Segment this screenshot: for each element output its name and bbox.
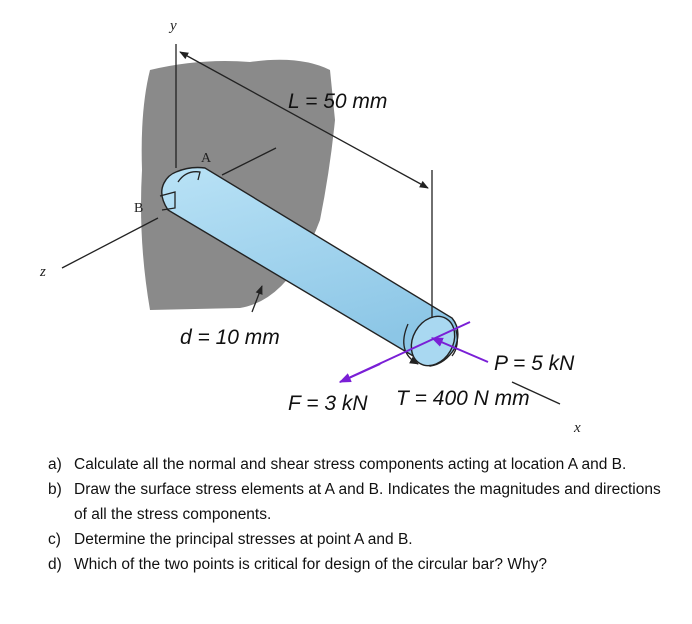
z-axis-label: z: [39, 264, 46, 280]
question-letter: a): [48, 456, 62, 473]
question-text: Which of the two points is critical for …: [74, 556, 547, 573]
question-a: a) Calculate all the normal and shear st…: [48, 452, 668, 477]
question-letter: c): [48, 531, 61, 548]
diameter-leader: [251, 285, 263, 313]
question-text: Calculate all the normal and shear stres…: [74, 456, 627, 473]
force-p-arrow: [430, 337, 489, 363]
question-d: d) Which of the two points is critical f…: [48, 552, 668, 577]
length-dimension-line: [179, 51, 429, 189]
question-letter: b): [48, 481, 62, 498]
x-axis-line: [511, 381, 561, 405]
y-axis-label: y: [168, 18, 177, 34]
length-label: L = 50 mm: [288, 90, 387, 113]
torque-arrow: [403, 323, 419, 365]
question-text: Determine the principal stresses at poin…: [74, 531, 413, 548]
question-list: a) Calculate all the normal and shear st…: [48, 452, 668, 577]
question-letter: d): [48, 556, 62, 573]
point-b-label: B: [134, 201, 143, 216]
question-b: b) Draw the surface stress elements at A…: [48, 477, 668, 527]
torque-label: T = 400 N mm: [396, 387, 530, 410]
force-f-arrow: [338, 363, 381, 383]
cantilever-bar-figure: y z A B L = 50 mm d = 10 mm x P = 5 kN F…: [39, 18, 581, 436]
x-axis-label: x: [573, 420, 581, 436]
question-c: c) Determine the principal stresses at p…: [48, 527, 668, 552]
torque-arrow-tail: [451, 329, 458, 357]
load-f-label: F = 3 kN: [288, 392, 368, 415]
point-b-notch: [159, 191, 176, 211]
point-a-label: A: [201, 151, 212, 166]
load-p-label: P = 5 kN: [494, 352, 575, 375]
z-axis-line: [61, 217, 159, 269]
diameter-label: d = 10 mm: [180, 326, 280, 349]
question-text: Draw the surface stress elements at A an…: [74, 481, 661, 523]
